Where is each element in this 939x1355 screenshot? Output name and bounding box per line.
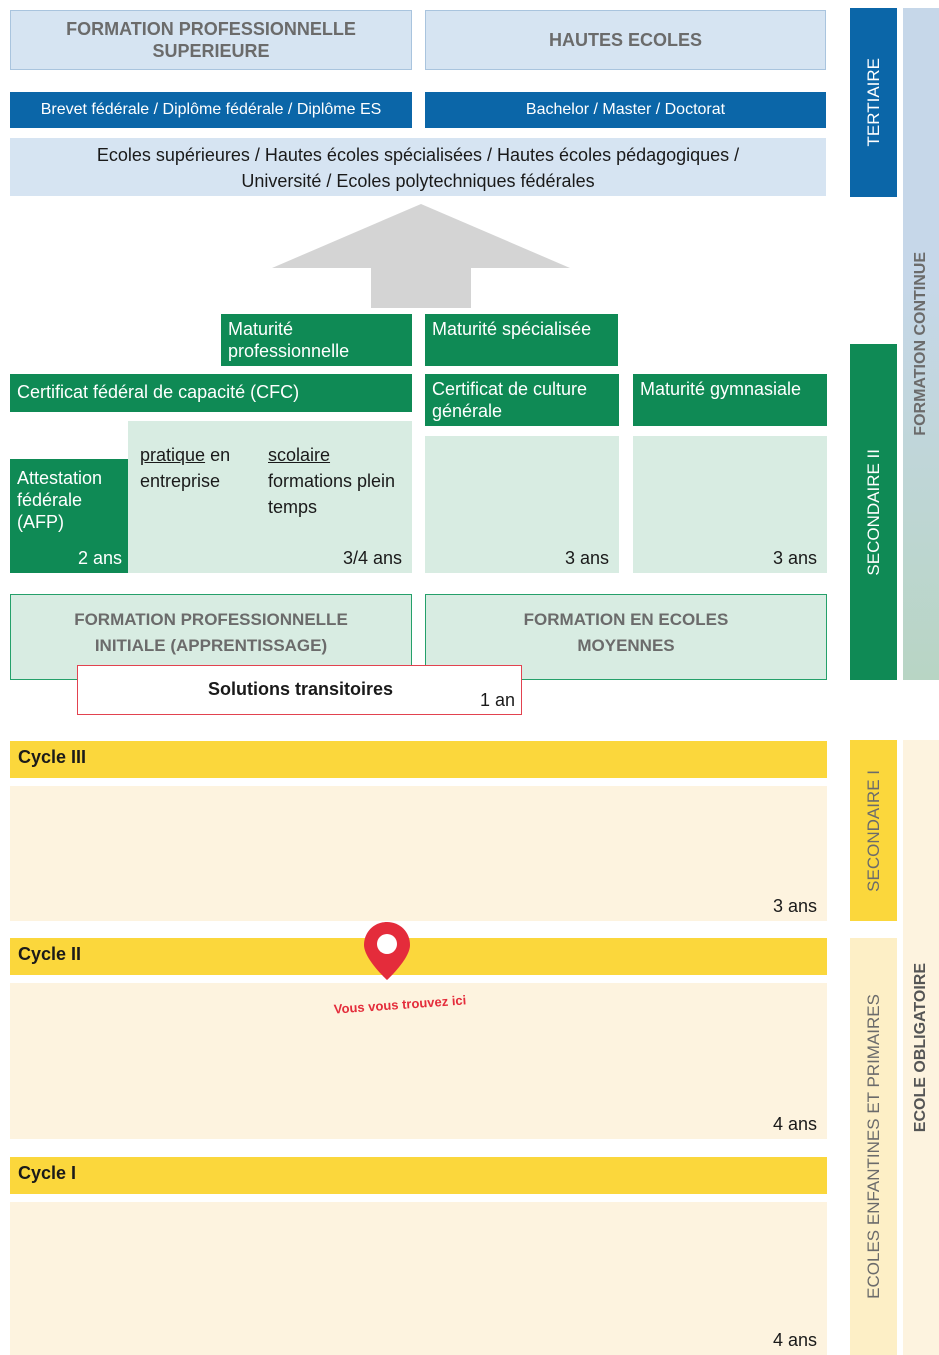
scolaire-text: scolaire formations plein temps — [268, 442, 398, 520]
ecoles-superieures-box: Ecoles supérieures / Hautes écoles spéci… — [10, 138, 826, 196]
cfc-box: Certificat fédéral de capacité (CFC) — [10, 374, 412, 412]
secondaire-1-band: SECONDAIRE I — [850, 740, 897, 921]
cycle-2-header: Cycle II — [10, 938, 827, 975]
cycle-3-body: 3 ans — [10, 786, 827, 921]
maturite-professionnelle-box: Maturité professionnelle — [221, 314, 412, 366]
cycle-1-duration: 4 ans — [772, 1330, 817, 1350]
bachelor-master-bar: Bachelor / Master / Doctorat — [425, 92, 826, 128]
ecoles-line-1: Ecoles supérieures / Hautes écoles spéci… — [96, 145, 740, 165]
cycle-2-duration: 4 ans — [772, 1114, 817, 1134]
afp-label: Attestation fédérale (AFP) — [17, 468, 103, 532]
pratique-text: pratique en entreprise — [140, 442, 258, 494]
formation-continue-side-label: FORMATION CONTINUE — [912, 252, 929, 436]
tertiaire-band: TERTIAIRE — [850, 8, 897, 197]
gymnasiale-block: 3 ans — [633, 436, 827, 573]
ecoles-enfantines-band: ECOLES ENFANTINES ET PRIMAIRES — [850, 938, 897, 1355]
cycle-2-label: Cycle II — [18, 944, 82, 964]
culture-duration: 3 ans — [564, 548, 609, 568]
ecoles-line-2: Université / Ecoles polytechniques fédér… — [241, 171, 595, 191]
hautes-ecoles-label: HAUTES ECOLES — [548, 30, 703, 50]
bachelor-label: Bachelor / Master / Doctorat — [525, 101, 726, 118]
secondaire-2-side-label: SECONDAIRE II — [863, 448, 883, 576]
maturite-spec-label: Maturité spécialisée — [432, 319, 592, 339]
gym-duration: 3 ans — [772, 548, 817, 568]
formation-ecoles-label: FORMATION EN ECOLES MOYENNES — [523, 610, 729, 655]
scolaire-underlined: scolaire — [268, 445, 331, 465]
location-pin-icon — [364, 922, 410, 980]
brevet-diplome-bar: Brevet fédérale / Diplôme fédérale / Dip… — [10, 92, 412, 128]
formation-continue-band: FORMATION CONTINUE — [903, 8, 939, 680]
scolaire-rest: formations plein temps — [268, 471, 396, 517]
apprentissage-block: pratique en entreprise scolaire formatio… — [128, 421, 412, 573]
afp-duration: 2 ans — [77, 548, 122, 568]
ecoles-enfantines-side-label: ECOLES ENFANTINES ET PRIMAIRES — [863, 994, 883, 1299]
maturite-specialisee-box: Maturité spécialisée — [425, 314, 618, 366]
ecole-obligatoire-band: ECOLE OBLIGATOIRE — [903, 740, 939, 1355]
hautes-ecoles-header: HAUTES ECOLES — [425, 10, 826, 70]
culture-generale-block: 3 ans — [425, 436, 619, 573]
solutions-transitoires-box: Solutions transitoires 1 an — [77, 665, 522, 715]
secondaire-2-band: SECONDAIRE II — [850, 344, 897, 680]
maturite-pro-label: Maturité professionnelle — [228, 319, 350, 361]
cycle-3-header: Cycle III — [10, 741, 827, 778]
cfc-label: Certificat fédéral de capacité (CFC) — [17, 382, 300, 402]
formation-professionnelle-superieure-header: FORMATION PROFESSIONNELLE SUPERIEURE — [10, 10, 412, 70]
cycle-1-label: Cycle I — [18, 1163, 77, 1183]
up-arrow — [272, 204, 570, 308]
cycle-3-label: Cycle III — [18, 747, 87, 767]
maturite-gym-label: Maturité gymnasiale — [640, 379, 802, 399]
transitoires-duration: 1 an — [479, 690, 515, 710]
afp-box: Attestation fédérale (AFP) 2 ans — [10, 459, 128, 573]
cycle-2-body: 4 ans — [10, 983, 827, 1139]
transitoires-label: Solutions transitoires — [207, 679, 394, 699]
brevet-label: Brevet fédérale / Diplôme fédérale / Dip… — [40, 101, 382, 118]
formation-pro-sup-label: FORMATION PROFESSIONNELLE SUPERIEURE — [66, 19, 356, 61]
formation-initiale-label: FORMATION PROFESSIONNELLE INITIALE (APPR… — [74, 610, 348, 655]
cycle-1-body: 4 ans — [10, 1202, 827, 1355]
certificat-culture-label: Certificat de culture générale — [432, 379, 588, 421]
maturite-gymnasiale-box: Maturité gymnasiale — [633, 374, 827, 426]
cycle-1-header: Cycle I — [10, 1157, 827, 1194]
ecole-obligatoire-side-label: ECOLE OBLIGATOIRE — [912, 962, 929, 1133]
pratique-rest: en entreprise — [140, 445, 231, 491]
apprentissage-duration: 3/4 ans — [342, 548, 402, 568]
cycle-3-duration: 3 ans — [772, 896, 817, 916]
secondaire-1-side-label: SECONDAIRE I — [863, 769, 883, 892]
tertiaire-side-label: TERTIAIRE — [863, 58, 883, 147]
certificat-culture-box: Certificat de culture générale — [425, 374, 619, 426]
pratique-underlined: pratique — [140, 445, 206, 465]
